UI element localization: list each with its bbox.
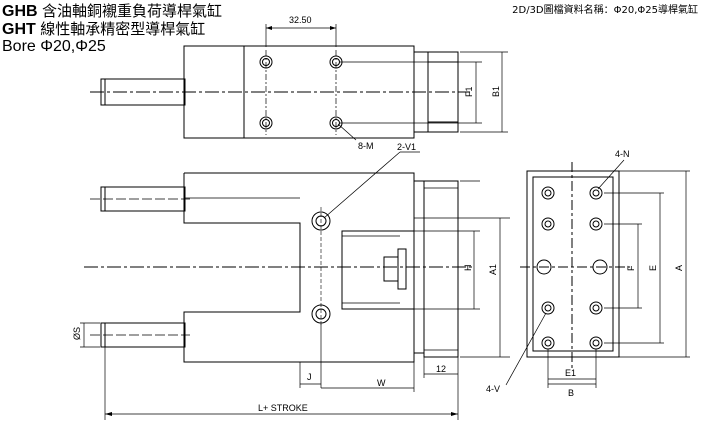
model-code-ghb: GHB	[2, 3, 38, 20]
b1-label: B1	[491, 86, 501, 97]
eight-m-label: 8-M	[358, 141, 374, 151]
pitch-label: 32.50	[289, 15, 312, 25]
title-ght: GHT 線性軸承精密型導桿氣缸	[2, 20, 205, 39]
model-desc-ght: 線性軸承精密型導桿氣缸	[40, 20, 206, 38]
w-label: W	[377, 378, 386, 388]
two-v1-label: 2-V1	[397, 142, 416, 152]
model-code-ght: GHT	[2, 21, 36, 38]
side-view	[80, 151, 510, 420]
a1-label: A1	[488, 264, 498, 275]
top-view	[90, 24, 508, 141]
file-name-note: 2D/3D圖檔資料名稱：Φ20,Φ25導桿氣缸	[512, 5, 698, 16]
four-n-label: 4-N	[615, 149, 630, 159]
end-plate-holes	[536, 186, 608, 350]
a-label: A	[674, 265, 684, 271]
four-v-label: 4-V	[486, 384, 500, 394]
s-label: ØS	[72, 327, 82, 340]
title-bore: Bore Φ20,Φ25	[2, 38, 106, 55]
model-desc-ghb: 含油軸銅襯重負荷導桿氣缸	[42, 2, 223, 20]
f-label: F	[626, 265, 636, 271]
h-label: H	[463, 265, 473, 272]
b-label: B	[568, 388, 574, 398]
l-stroke-label: L+ STROKE	[258, 403, 308, 413]
title-ghb: GHB 含油軸銅襯重負荷導桿氣缸	[2, 2, 222, 21]
end-view	[505, 159, 690, 388]
f1-label: F1	[464, 86, 474, 97]
e1-label: E1	[565, 368, 576, 378]
j-label: J	[307, 372, 312, 382]
twelve-label: 12	[436, 364, 446, 374]
e-label: E	[648, 265, 658, 271]
